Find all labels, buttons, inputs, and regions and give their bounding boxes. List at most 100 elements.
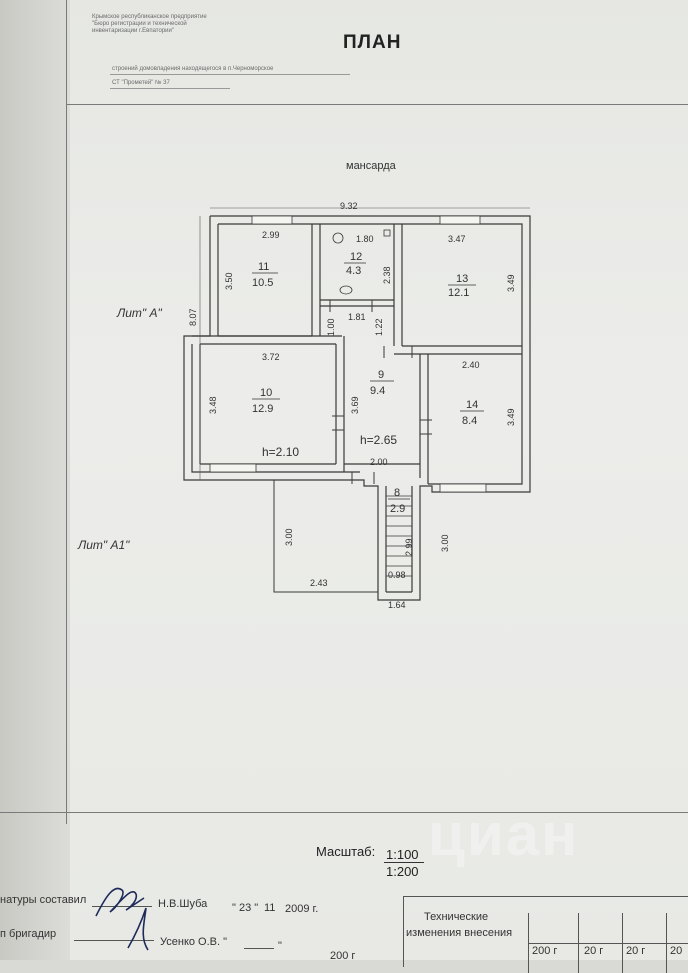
room-8-num: 8 [394,487,400,499]
signature-1 [95,887,145,917]
dim-r11-w: 2.99 [262,230,280,240]
window-10 [209,463,257,473]
composed-sign-line [92,906,152,907]
sink-icon [332,232,344,244]
page-edge-shadow [0,0,70,960]
dim-r9-b: 2.00 [370,457,388,467]
composer-name: Н.В.Шуба [158,898,208,910]
toilet-icon [339,285,353,295]
dim-left-total: 8.07 [188,308,198,326]
dim-r14-w: 2.40 [462,360,480,370]
foreman-sign-line [74,940,154,941]
year-cell-2: 20 г [584,945,604,957]
signature-2 [127,907,149,951]
room-11-area: 10.5 [252,277,273,289]
dim-r12-side: 1.00 [326,318,336,336]
tech-row-line [528,943,688,944]
bathroom-fixtures [332,229,391,295]
room-12-num: 12 [350,251,362,263]
foreman-quote: " [278,940,282,952]
dimension-lines [199,207,530,480]
subtitle: строений домовладения находящегося в п.Ч… [112,66,274,72]
tech-col-2 [578,913,579,973]
dim-r10-h: 3.48 [208,396,218,414]
tech-label-2: изменения внесения [406,927,513,939]
dim-stair-total: 1.64 [388,600,406,610]
window-14 [439,483,487,493]
room-13-area: 12.1 [448,287,469,299]
frame-bottom-line [0,812,688,813]
year-cell-1: 200 г [532,945,558,957]
doors [329,300,432,484]
dim-top-total: 9.32 [340,201,358,211]
address-underline [110,88,230,89]
page-title: ПЛАН [343,32,402,53]
tech-changes-table: Технические изменения внесения 200 г 20 … [403,896,688,973]
room-9-area: 9.4 [370,385,385,397]
address: СТ "Прометей" № 37 [112,80,170,86]
room-12-area: 4.3 [346,265,361,277]
year-cell-4: 20 [670,945,683,957]
dim-r9-h: 3.69 [350,396,360,414]
floor-label: мансарда [346,160,396,172]
dim-r11-h: 3.50 [224,272,234,290]
dim-stair-w: 0.98 [388,570,406,580]
room-labels: 11 10.5 12 4.3 13 12.1 10 12.9 9 9.4 14 … [252,251,484,515]
dim-r12-h: 2.38 [382,266,392,284]
tech-col-3 [622,913,623,973]
room-10-num: 10 [260,387,272,399]
dim-corr-h: 1.22 [374,318,384,336]
dim-r10-w: 3.72 [262,352,280,362]
dim-a1-w: 2.43 [310,578,328,588]
lit-a1-label: Лит" А1" [78,538,130,552]
room-10-area: 12.9 [252,403,273,415]
height-left: h=2.10 [262,445,299,459]
scale-label: Масштаб: [316,844,376,859]
height-mid: h=2.65 [360,433,397,447]
org-line-3: инвентаризации г.Евпатории" [92,28,174,34]
room-8-area: 2.9 [390,503,405,515]
room-13-num: 13 [456,273,468,285]
lit-a-label: Лит" А" [117,306,162,320]
tech-label-1: Технические [424,911,489,923]
window-11 [251,215,293,225]
outer-wall [183,215,531,601]
foreman-name: Усенко О.В. " [160,936,228,948]
composed-label: натуры составил [0,894,87,906]
dim-r13-h: 3.49 [506,274,516,292]
dim-r12-w: 1.80 [356,234,374,244]
window-13 [439,215,481,225]
stair-treads [386,495,412,577]
room-11-num: 11 [258,261,269,273]
dim-stair-h: 2.99 [404,538,414,556]
year-cell-3: 20 г [626,945,646,957]
date-year: 2009 г. [285,903,319,915]
header-left-line [66,0,67,104]
room-14-num: 14 [466,399,478,411]
room-9-num: 9 [378,369,384,381]
frame-left-line [66,104,67,824]
subtitle-underline [110,74,350,75]
scale-divider [384,862,424,863]
scale-2: 1:200 [386,864,419,879]
scale-1: 1:100 [386,847,419,862]
outer-wall-inner-bottom [191,344,360,473]
date-month: 11 [264,902,276,914]
org-line-2: "Бюро регистрации и технической [92,21,187,27]
foreman-year: 200 г [330,950,356,962]
room-14-area: 8.4 [462,415,477,427]
org-line-1: Крымское республиканское предприятие [92,14,207,20]
foreman-label: п бригадир [0,928,57,940]
dim-a1-h: 3.00 [284,528,294,546]
dim-right-h: 3.00 [440,534,450,552]
annex-a1 [273,479,378,593]
foreman-date-line [244,948,274,949]
date-day: " 23 " [232,902,259,914]
watermark: циан [428,801,580,868]
dim-r12-b: 1.81 [348,312,366,322]
tech-col-4 [666,913,667,973]
dim-r14-h: 3.49 [506,408,516,426]
dim-r13-w: 3.47 [448,234,466,244]
